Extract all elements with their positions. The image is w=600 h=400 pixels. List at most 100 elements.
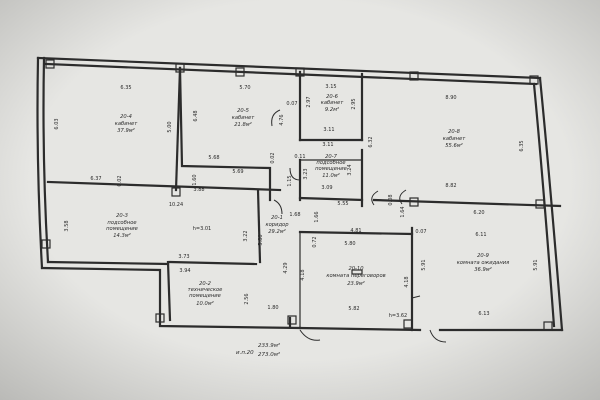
svg-text:20-7: 20-7 [325,154,337,160]
svg-text:кабинет: кабинет [232,115,255,121]
svg-text:комната переговоров: комната переговоров [326,273,385,279]
svg-text:0.02: 0.02 [117,175,123,186]
svg-text:и.п.20: и.п.20 [236,350,254,356]
room-20-6-label: 20-6 кабинет 9.2м² [321,94,344,113]
columns [41,59,553,331]
svg-text:3.23: 3.23 [303,168,309,179]
svg-text:55.6м²: 55.6м² [445,143,463,149]
svg-text:20-2: 20-2 [199,281,211,287]
room-20-4-label: 20-4 кабинет 37.9м² [115,114,138,134]
svg-text:5.55: 5.55 [337,201,348,207]
svg-text:0.11: 0.11 [294,154,305,160]
svg-text:3.09: 3.09 [321,185,332,191]
svg-text:6.48: 6.48 [193,110,199,121]
svg-text:6.03: 6.03 [54,118,60,129]
svg-text:3.94: 3.94 [179,268,190,274]
svg-text:3.11: 3.11 [322,142,333,148]
svg-text:23.9м²: 23.9м² [347,281,365,287]
svg-text:20-8: 20-8 [448,129,460,135]
svg-text:6.35: 6.35 [120,85,131,91]
svg-text:20-9: 20-9 [477,253,489,259]
svg-text:кабинет: кабинет [443,136,466,142]
svg-text:233.9м²: 233.9м² [258,342,281,349]
room-20-5-label: 20-5 кабинет 21.8м² [232,108,255,128]
svg-text:4.18: 4.18 [300,269,306,280]
svg-text:5.91: 5.91 [533,259,539,270]
svg-text:6.37: 6.37 [90,176,101,182]
svg-text:20-4: 20-4 [120,114,132,120]
svg-text:коридор: коридор [265,222,289,228]
svg-text:0.07: 0.07 [415,229,426,235]
svg-text:2.97: 2.97 [306,96,312,107]
svg-text:5.80: 5.80 [344,241,355,247]
svg-text:3.73: 3.73 [178,254,189,260]
svg-text:кабинет: кабинет [115,121,138,127]
svg-text:0.08: 0.08 [388,194,394,205]
svg-text:21.8м²: 21.8м² [234,122,252,128]
svg-text:8.82: 8.82 [445,183,456,189]
svg-text:14.3м²: 14.3м² [113,233,131,239]
svg-text:273.0м²: 273.0м² [258,351,281,358]
area-totals: и.п.20 233.9м² 273.0м² [236,342,281,358]
svg-text:3.11: 3.11 [323,127,334,133]
svg-text:4.81: 4.81 [350,228,361,234]
svg-text:5.69: 5.69 [232,169,243,175]
svg-text:техническое: техническое [188,287,223,293]
svg-text:10.24: 10.24 [169,202,183,208]
room-20-8-label: 20-8 кабинет 55.6м² [443,129,466,149]
svg-text:5.80: 5.80 [258,234,264,245]
svg-text:6.32: 6.32 [368,136,374,147]
svg-text:2.95: 2.95 [351,98,357,109]
svg-text:11.0м²: 11.0м² [322,173,340,179]
svg-text:подсобное: подсобное [107,220,136,226]
svg-text:37.9м²: 37.9м² [117,128,135,134]
svg-text:4.76: 4.76 [279,114,285,125]
svg-text:5.70: 5.70 [239,85,250,91]
doors [271,109,447,343]
svg-text:3.88: 3.88 [193,187,204,193]
svg-text:0.72: 0.72 [312,236,318,247]
svg-text:0.07: 0.07 [286,101,297,107]
svg-text:3.24: 3.24 [347,164,353,175]
svg-text:помещение: помещение [315,166,347,172]
room-20-9-label: 20-9 комната ожидания 36.9м² [457,253,510,273]
svg-text:3.15: 3.15 [325,84,336,90]
svg-text:20-5: 20-5 [237,108,249,114]
svg-text:4.29: 4.29 [283,262,289,273]
svg-text:помещение: помещение [106,226,138,232]
svg-text:5.91: 5.91 [421,259,427,270]
internal-walls [46,66,562,332]
svg-text:3.58: 3.58 [64,220,70,231]
svg-text:1.60: 1.60 [192,174,198,185]
svg-text:20-1: 20-1 [271,215,283,221]
room-20-10-label: 20-10 комната переговоров 23.9м² [326,266,385,287]
svg-text:1.68: 1.68 [289,212,300,218]
svg-text:6.11: 6.11 [475,232,486,238]
svg-text:кабинет: кабинет [321,100,344,106]
svg-text:подсобное: подсобное [316,160,345,166]
svg-text:6.35: 6.35 [519,140,525,151]
room-20-1-label: 20-1 коридор 29.2м² [265,215,289,235]
svg-text:29.2м²: 29.2м² [268,229,286,235]
room-20-2-label: 20-2 техническое помещение 10.0м² [188,281,223,307]
svg-text:1.66: 1.66 [314,211,320,222]
svg-text:20-10: 20-10 [348,266,364,272]
svg-text:9.2м²: 9.2м² [325,107,339,113]
svg-text:h=3.01: h=3.01 [193,226,212,232]
svg-text:2.56: 2.56 [244,293,250,304]
svg-text:4.18: 4.18 [404,276,410,287]
svg-text:5.00: 5.00 [167,121,173,132]
room-20-7-label: 20-7 подсобное помещение 11.0м² [315,154,347,179]
svg-text:0.02: 0.02 [270,152,276,163]
svg-text:8.90: 8.90 [445,95,456,101]
svg-text:1.64: 1.64 [400,206,406,217]
svg-text:36.9м²: 36.9м² [474,267,492,273]
dimension-labels: 6.35 5.70 3.15 8.90 6.03 5.00 6.48 2.97 … [54,84,539,319]
svg-text:1.15: 1.15 [287,175,293,186]
outer-walls [36,56,564,332]
svg-text:6.20: 6.20 [473,210,484,216]
svg-text:20-6: 20-6 [326,94,338,100]
svg-text:1.80: 1.80 [267,305,278,311]
svg-text:5.68: 5.68 [208,155,219,161]
